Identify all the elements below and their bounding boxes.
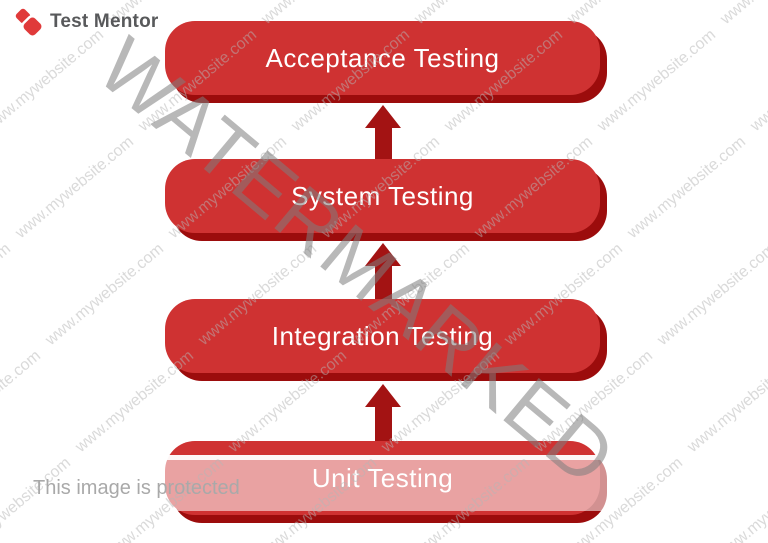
website-watermark-tile: www.mywebsite.com bbox=[0, 240, 15, 349]
up-arrow-system-to-acceptance bbox=[365, 105, 401, 159]
website-watermark-tile: www.mywebsite.com bbox=[594, 26, 720, 135]
level-box-acceptance-testing: Acceptance Testing bbox=[165, 21, 600, 95]
arrow-shaft bbox=[374, 266, 392, 299]
website-watermark-tile: www.mywebsite.com bbox=[654, 240, 768, 349]
website-watermark-tile: www.mywebsite.com bbox=[624, 133, 750, 242]
up-arrow-unit-to-integration bbox=[365, 384, 401, 441]
website-watermark-tile: www.mywebsite.com bbox=[42, 240, 168, 349]
arrow-shaft bbox=[374, 128, 392, 159]
protection-overlay-band bbox=[0, 455, 768, 511]
arrow-shaft bbox=[374, 407, 392, 441]
level-label: Integration Testing bbox=[271, 320, 494, 351]
level-box-integration-testing: Integration Testing bbox=[165, 299, 600, 373]
arrow-head-icon bbox=[365, 105, 401, 128]
test-mentor-logo: Test Mentor bbox=[14, 7, 159, 38]
level-box-system-testing: System Testing bbox=[165, 159, 600, 233]
website-watermark-tile: www.mywebsite.com bbox=[0, 26, 108, 135]
website-watermark-tile: www.mywebsite.com bbox=[717, 0, 768, 29]
website-watermark-tile: www.mywebsite.com bbox=[0, 347, 45, 456]
arrow-head-icon bbox=[365, 243, 401, 266]
image-protected-notice: This image is protected bbox=[33, 477, 240, 499]
up-arrow-integration-to-system bbox=[365, 243, 401, 299]
level-label: System Testing bbox=[291, 180, 474, 211]
website-watermark-tile: www.mywebsite.com bbox=[684, 347, 768, 456]
test-mentor-diamond-icon bbox=[14, 7, 44, 38]
website-watermark-tile: www.mywebsite.com bbox=[747, 26, 768, 135]
website-watermark-tile: www.mywebsite.com bbox=[12, 133, 138, 242]
arrow-head-icon bbox=[365, 384, 401, 407]
logo-brand-text: Test Mentor bbox=[50, 11, 159, 32]
level-label: Acceptance Testing bbox=[265, 42, 500, 73]
